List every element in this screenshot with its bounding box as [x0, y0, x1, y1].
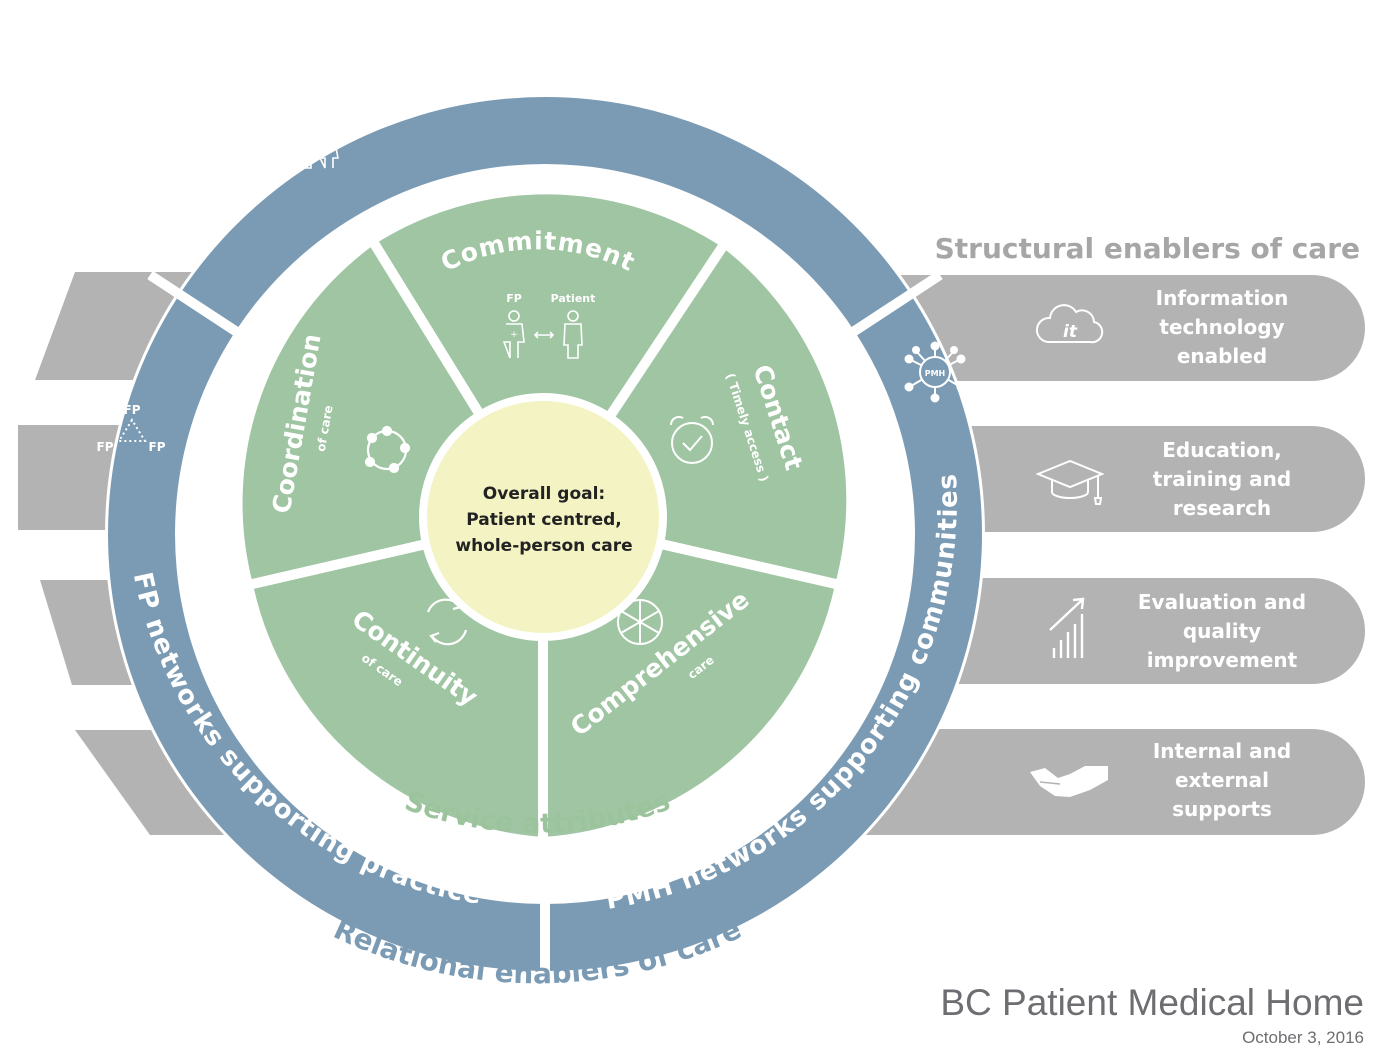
core-goal-text: Overall goal: Patient centred, whole-per… — [428, 440, 660, 600]
commitment-fp-label: FP — [506, 292, 522, 305]
core-goal-line-1: Overall goal: — [482, 484, 606, 504]
svg-text:PMH: PMH — [925, 369, 946, 378]
cloud-it-icon: it — [1036, 304, 1104, 344]
commitment-patient-label: Patient — [551, 292, 596, 305]
pie-segments-icon — [617, 599, 663, 645]
svg-text:FP: FP — [124, 403, 141, 417]
diagram-title: BC Patient Medical Home — [940, 982, 1364, 1023]
pmh-hub-icon: PMH — [904, 341, 966, 403]
team-people-icon — [274, 125, 339, 169]
enabler-internal-external: Internal and external supports — [1152, 739, 1292, 821]
coordination-circle-icon — [364, 425, 411, 474]
helping-hand-icon — [1030, 766, 1108, 797]
svg-text:+: + — [510, 330, 518, 340]
core-goal-line-3: whole-person care — [455, 536, 633, 556]
graduation-cap-icon — [1035, 459, 1105, 505]
fp-network-triangle-icon: FP FP FP — [97, 403, 166, 454]
sector-commitment — [365, 184, 732, 527]
enabler-information-technology: Information technology enabled — [1155, 286, 1289, 368]
svg-text:FP: FP — [97, 440, 114, 454]
pill-information-technology — [820, 275, 1365, 381]
core-goal-line-2: Patient centred, — [466, 510, 622, 530]
diagram-date: October 3, 2016 — [1242, 1028, 1364, 1047]
alarm-clock-icon — [669, 415, 715, 464]
enabler-evaluation: Evaluation and quality improvement — [1137, 590, 1307, 672]
svg-text:FP: FP — [149, 440, 166, 454]
core-goal-circle — [419, 393, 667, 641]
svg-text:it: it — [1063, 322, 1078, 342]
enabler-education: Education, training and research — [1152, 438, 1292, 520]
fp-patient-icon: + — [502, 310, 583, 359]
growth-chart-icon — [1049, 597, 1085, 658]
cycle-arrows-icon — [426, 598, 468, 646]
structural-enablers-label: Structural enablers of care — [935, 232, 1360, 265]
service-attribute-sectors — [232, 184, 857, 848]
